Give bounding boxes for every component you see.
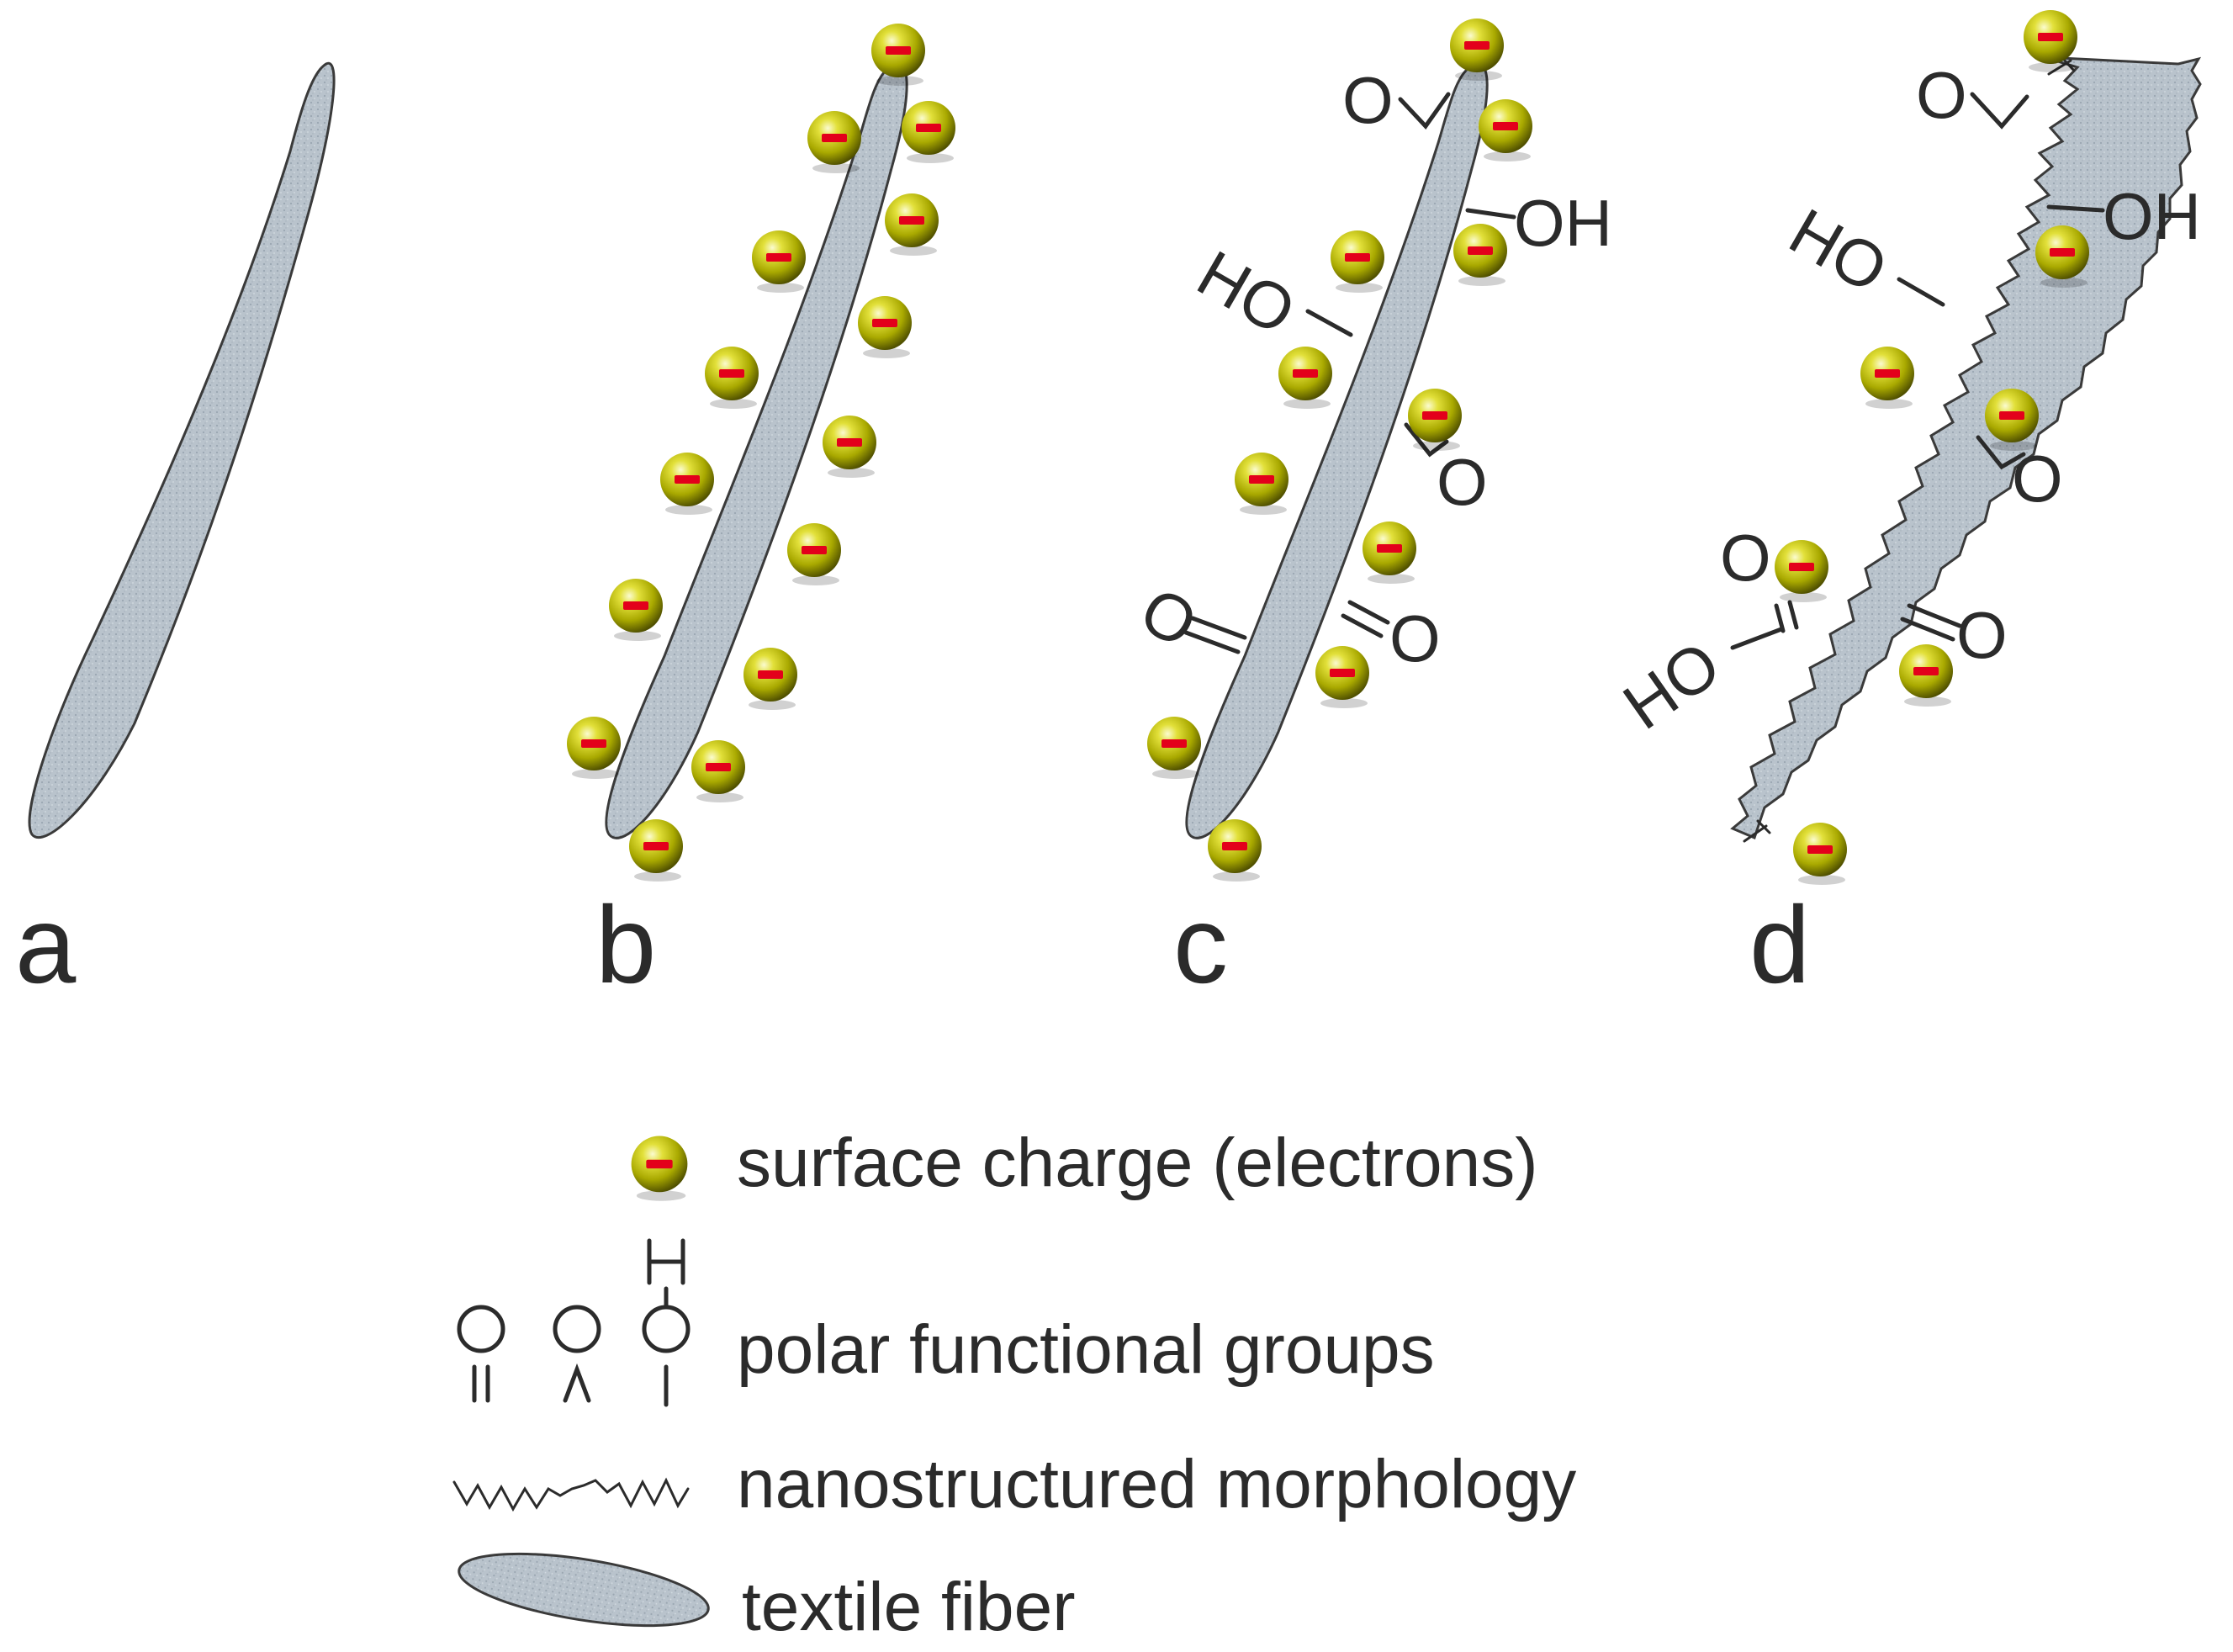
- svg-text:OH: OH: [2103, 179, 2201, 253]
- svg-text:O: O: [1720, 521, 1771, 595]
- legend-label-nanostructured: nanostructured morphology: [737, 1446, 1576, 1522]
- ether-group-top: O: [1916, 58, 2029, 132]
- ether-group-top: O: [1342, 63, 1451, 137]
- surface-charge-icon: [1775, 540, 1828, 602]
- svg-text:O: O: [1916, 58, 1967, 132]
- svg-text:O: O: [2012, 442, 2063, 516]
- legend-label-textile-fiber: textile fiber: [742, 1569, 1076, 1645]
- surface-charge-icon: [823, 416, 876, 478]
- ether-group-icon: [553, 1305, 601, 1403]
- surface-charge-icon: [609, 579, 663, 641]
- surface-charge-icon: [1860, 347, 1914, 409]
- legend-item-textile-fiber: textile fiber: [458, 1552, 1076, 1645]
- surface-charge-icon: [1208, 819, 1262, 882]
- ether-group-right: O: [1404, 422, 1488, 519]
- hydroxyl-group-right-top: OH: [1465, 186, 1612, 260]
- surface-charge-icon: [1450, 19, 1504, 81]
- surface-charge-icon: [902, 101, 955, 163]
- surface-charge-icon: [787, 523, 841, 585]
- hydroxyl-group-left: HO: [1186, 236, 1353, 350]
- surface-charge-icon: [1408, 389, 1462, 451]
- surface-charge-icon: [660, 453, 714, 515]
- carbonyl-group-left: O: [1129, 573, 1247, 663]
- textile-fiber: [605, 62, 908, 839]
- legend-item-polar-groups: polar functional groups: [457, 1238, 1435, 1407]
- svg-text:O: O: [1129, 573, 1210, 663]
- panel-label-c: c: [1173, 883, 1228, 1006]
- surface-charge-icon: [752, 230, 806, 293]
- svg-text:OH: OH: [1514, 186, 1612, 260]
- panel-label-d: d: [1749, 883, 1810, 1006]
- surface-charge-icon: [691, 740, 745, 802]
- svg-text:O: O: [1342, 63, 1394, 137]
- ether-group-right: O: [1976, 435, 2063, 516]
- surface-charge-icon: [1793, 823, 1847, 885]
- svg-text:HO: HO: [1610, 627, 1733, 744]
- surface-charge-icon: [1235, 453, 1288, 515]
- legend-item-nanostructured: nanostructured morphology: [452, 1446, 1576, 1522]
- legend-item-surface-charge: surface charge (electrons): [631, 1125, 1538, 1201]
- hydroxyl-group-left-top: HO: [1778, 194, 1945, 308]
- legend: surface charge (electrons) polar functio…: [452, 1125, 1576, 1645]
- surface-charge-icon: [885, 193, 939, 256]
- surface-charge-icon: [1453, 224, 1507, 286]
- nanostructured-fiber: [1730, 56, 2202, 840]
- surface-charge-icon: [705, 347, 759, 409]
- carbonyl-group-icon: [457, 1305, 505, 1403]
- svg-text:O: O: [1389, 601, 1441, 675]
- hydroxyl-group-icon: [642, 1238, 691, 1407]
- carbonyl-group-left: O: [1720, 521, 1799, 633]
- hydroxyl-group-left-bottom: HO: [1610, 627, 1784, 744]
- svg-text:HO: HO: [1778, 194, 1900, 308]
- surface-charge-icon: [1278, 347, 1332, 409]
- surface-charge-icon: [629, 819, 683, 882]
- panel-b: b: [567, 24, 955, 1006]
- carbonyl-group-right: O: [1900, 598, 2008, 672]
- surface-charge-icon: [631, 1136, 688, 1201]
- panel-a: a: [15, 61, 336, 1006]
- panel-label-b: b: [595, 883, 656, 1006]
- surface-charge-icon: [871, 24, 925, 86]
- panel-d: O OH HO O O O HO: [1610, 10, 2202, 1006]
- surface-charge-icon: [567, 717, 621, 779]
- surface-charge-icon: [1363, 522, 1416, 584]
- textile-fiber-icon: [458, 1552, 710, 1628]
- surface-charge-icon: [1479, 99, 1532, 161]
- surface-charge-icon: [1899, 644, 1953, 707]
- surface-charge-icon: [743, 648, 797, 710]
- surface-charge-icon: [1147, 717, 1201, 779]
- surface-charge-icon: [1331, 230, 1384, 293]
- zigzag-icon: [452, 1477, 690, 1512]
- svg-text:O: O: [1956, 598, 2008, 672]
- panel-c: O OH HO O O O: [1129, 19, 1612, 1006]
- legend-label-surface-charge: surface charge (electrons): [737, 1125, 1538, 1201]
- legend-label-polar-groups: polar functional groups: [737, 1311, 1435, 1388]
- textile-fiber: [1185, 62, 1489, 839]
- hydroxyl-group-right-top: OH: [2046, 179, 2201, 253]
- svg-text:HO: HO: [1186, 236, 1308, 350]
- panel-label-a: a: [15, 883, 77, 1006]
- surface-charge-icon: [1315, 646, 1369, 708]
- carbonyl-group-right: O: [1341, 600, 1441, 675]
- svg-text:O: O: [1437, 445, 1488, 519]
- surface-charge-icon: [858, 296, 912, 358]
- textile-fiber: [28, 61, 336, 839]
